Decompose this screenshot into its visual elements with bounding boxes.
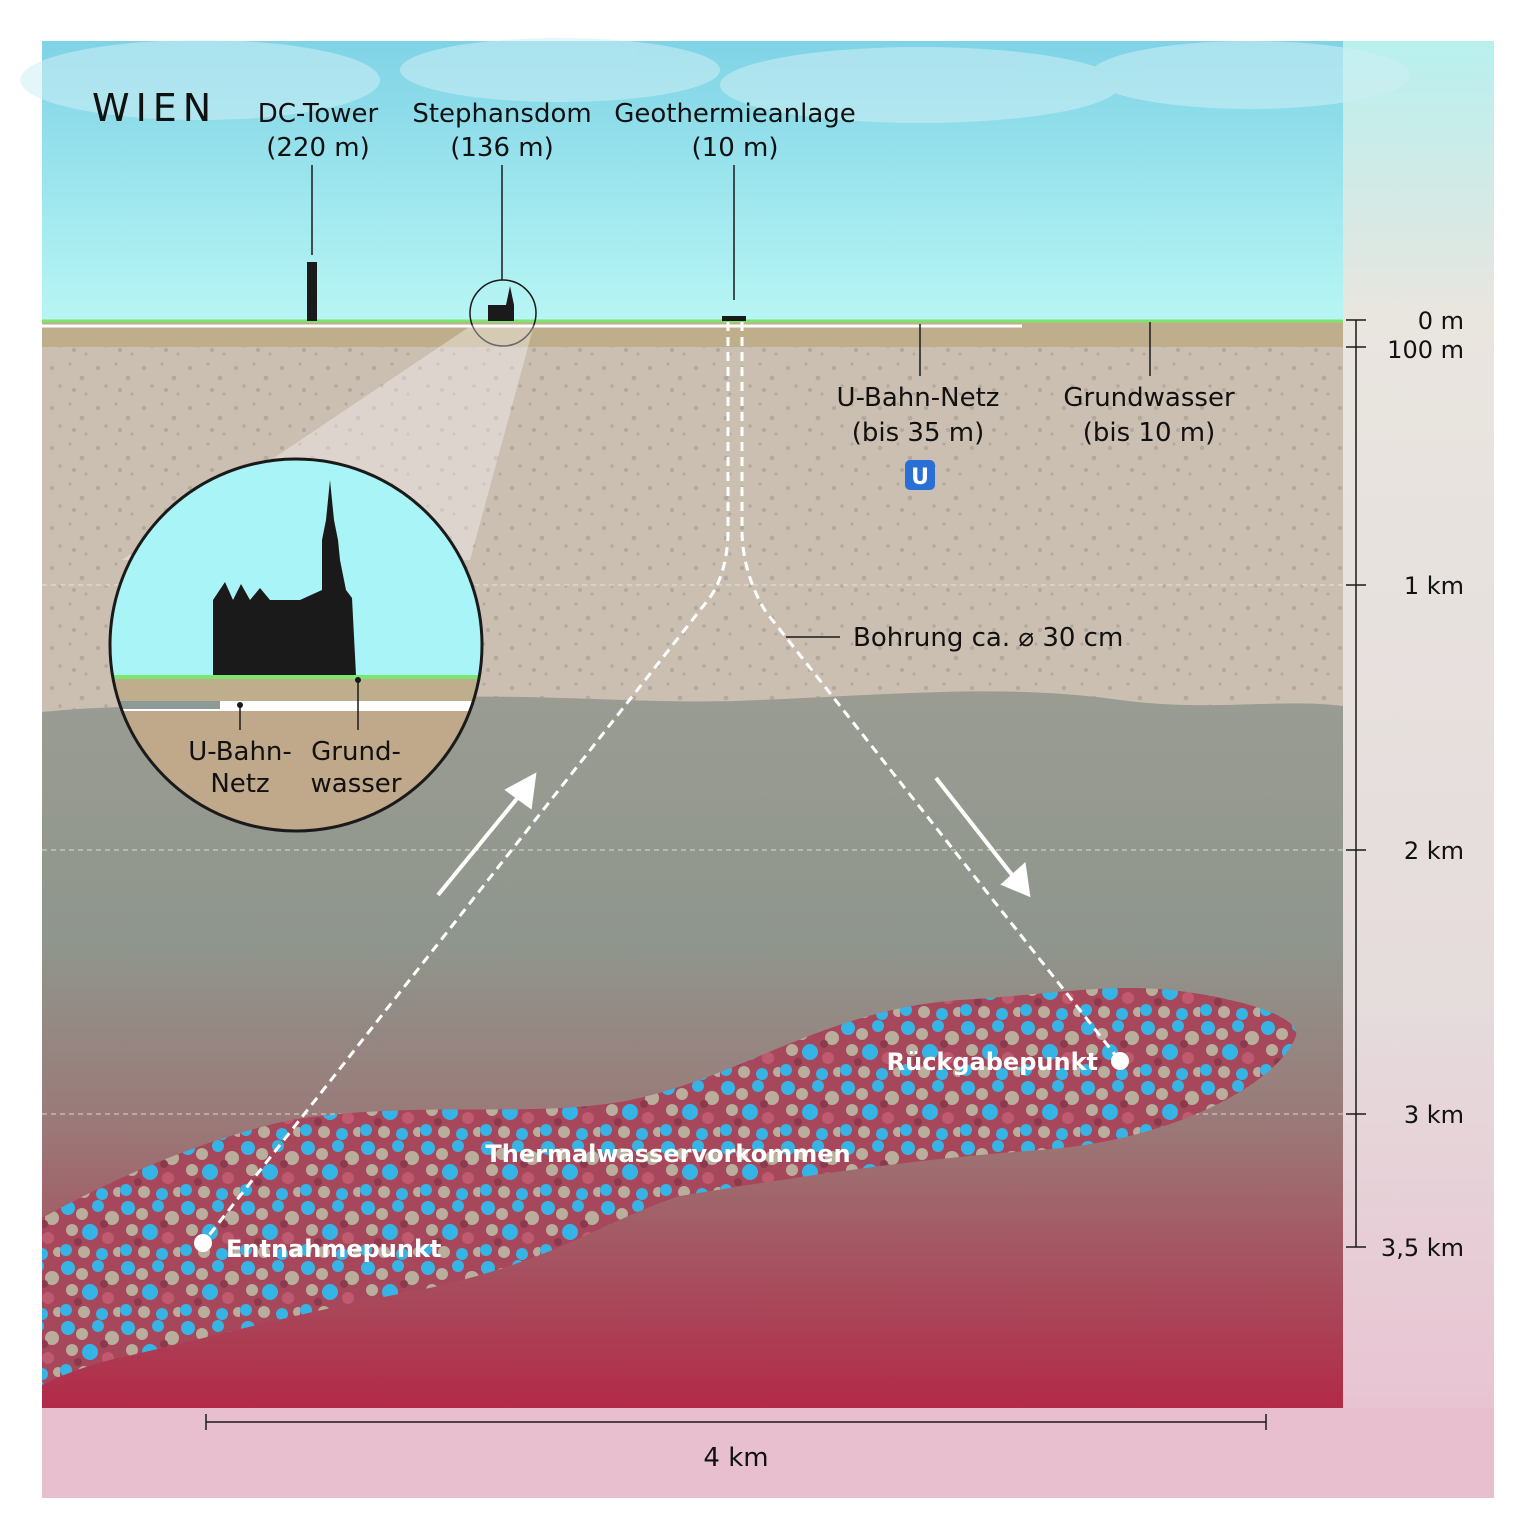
stephansdom-zoom-circle xyxy=(469,279,537,347)
depth-label-100m: 100 m xyxy=(1387,336,1464,364)
entnahme-point xyxy=(194,1234,212,1252)
clouds xyxy=(20,38,1410,123)
rueckgabe-label: Rückgabepunkt xyxy=(887,1048,1098,1076)
bohrung-label: Bohrung ca. ⌀ 30 cm xyxy=(853,623,1123,653)
inset-border xyxy=(108,457,484,833)
stephansdom-large-silhouette xyxy=(213,480,356,675)
dc-tower-silhouette xyxy=(307,262,317,321)
width-scale-label: 4 km xyxy=(703,1443,768,1473)
depth-label-1km: 1 km xyxy=(1404,572,1464,600)
stephansdom-height: (136 m) xyxy=(450,133,554,163)
inset-gw-label-1: Grund- xyxy=(311,737,401,767)
flow-arrows xyxy=(436,772,1031,898)
ubahn-icon xyxy=(905,460,935,490)
stephansdom-label: Stephansdom xyxy=(412,99,591,129)
rueckgabe-point xyxy=(1111,1052,1129,1070)
geothermie-label: Geothermieanlage xyxy=(614,99,856,129)
depth-scale: 0 m 100 m 1 km 2 km 3 km 3,5 km xyxy=(1346,307,1464,1262)
inset-ubahn-label-1: U-Bahn- xyxy=(188,737,292,767)
inset-ubahn-dot xyxy=(237,702,243,708)
dc-tower-label: DC-Tower xyxy=(258,99,379,129)
ubahn-depth: (bis 35 m) xyxy=(852,418,985,448)
inset-gw-dot xyxy=(355,677,361,683)
bottom-panel xyxy=(42,1408,1494,1498)
entnahme-label: Entnahmepunkt xyxy=(226,1235,441,1263)
reservoir-label: Thermalwasservorkommen xyxy=(485,1140,850,1168)
depth-label-3-5km: 3,5 km xyxy=(1381,1234,1464,1262)
ubahn-icon-letter: U xyxy=(911,465,929,490)
geothermie-plant xyxy=(722,316,746,321)
city-title: WIEN xyxy=(92,86,217,130)
grundwasser-label: Grundwasser xyxy=(1063,383,1235,413)
stephansdom-small-silhouette xyxy=(488,286,514,321)
dc-tower-height: (220 m) xyxy=(266,133,370,163)
depth-label-2km: 2 km xyxy=(1404,837,1464,865)
borehole-paths xyxy=(201,322,1122,1244)
width-scale: 4 km xyxy=(205,1414,1267,1473)
side-panel xyxy=(1343,41,1494,1408)
grundwasser-depth: (bis 10 m) xyxy=(1083,418,1216,448)
depth-label-0m: 0 m xyxy=(1418,307,1464,335)
inset-ubahn-label-2: Netz xyxy=(210,769,269,799)
depth-label-3km: 3 km xyxy=(1404,1101,1464,1129)
ubahn-label: U-Bahn-Netz xyxy=(837,383,1000,413)
geothermie-height: (10 m) xyxy=(692,133,779,163)
inset-gw-label-2: wasser xyxy=(311,769,402,799)
thermal-reservoir xyxy=(42,987,1297,1385)
